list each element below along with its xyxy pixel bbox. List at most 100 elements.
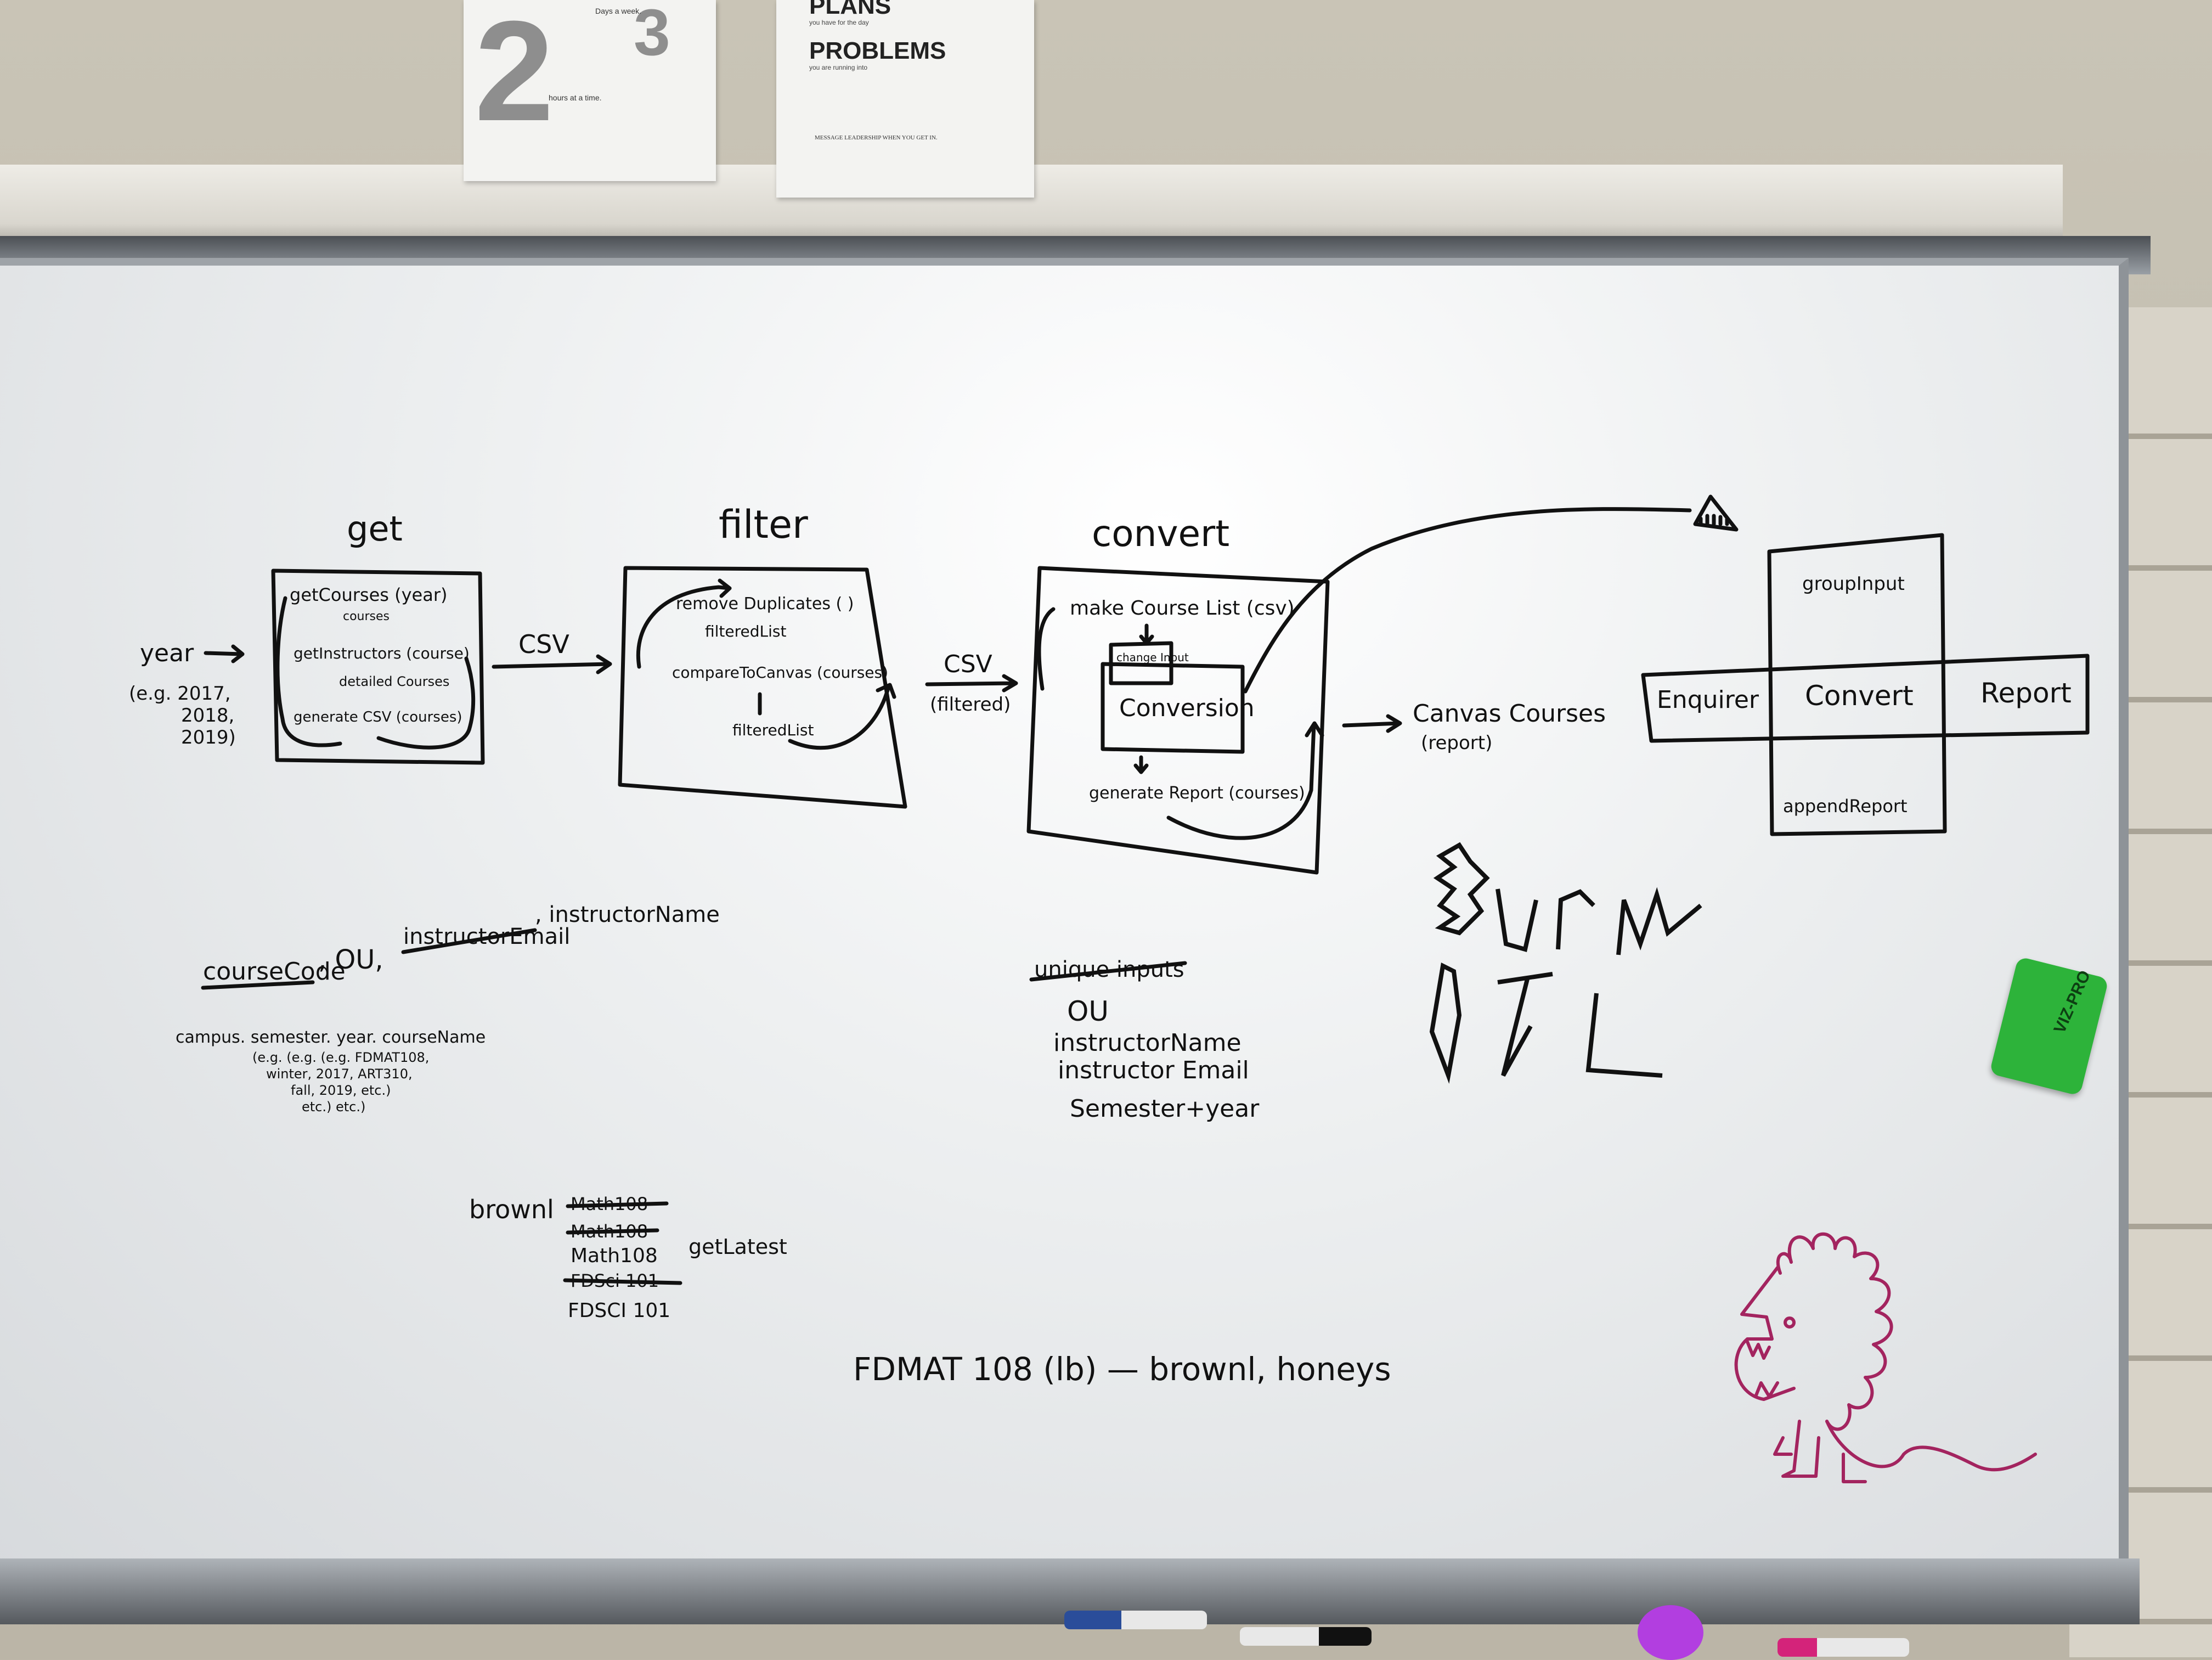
convert-down-arrow-1 <box>1139 623 1154 645</box>
field-coursecode: courseCode <box>203 958 346 986</box>
convert-step-2: change Input <box>1116 651 1189 664</box>
convert-down-arrow-2 <box>1133 755 1149 774</box>
burn-letter-l <box>1585 993 1663 1078</box>
poster-sub-problems: you are running into <box>809 64 868 71</box>
schedule-poster: 2 3 Days a week. hours at a time. <box>464 0 716 181</box>
poster-big-number: 2 <box>475 0 554 151</box>
poster-heading-plans: PLANS <box>809 0 891 19</box>
filter-loop-out <box>788 683 896 750</box>
convert-step-4: generate Report (courses) <box>1089 784 1305 803</box>
poster-sub-plans: you have for the day <box>809 19 869 26</box>
underline-unique <box>1029 961 1187 982</box>
underline-coursecode <box>201 980 315 990</box>
csv-arrow-1 <box>492 654 612 674</box>
poster-heading-problems: PROBLEMS <box>809 37 946 64</box>
get-step-1: getCourses (year) <box>290 584 447 605</box>
field-ou: , OU, <box>318 944 383 975</box>
arrow1-label: CSV <box>518 629 569 659</box>
field-detail-3: winter, 2017, ART310, <box>266 1066 413 1082</box>
filter-step-2: filteredList <box>705 622 786 640</box>
get-inner-loop <box>275 596 342 747</box>
field-detail-5: etc.) etc.) <box>302 1099 365 1115</box>
strike-3 <box>563 1278 682 1285</box>
field-detail-4: fall, 2019, etc.) <box>291 1083 391 1098</box>
get-step-3: getInstructors (course) <box>294 644 470 662</box>
unique-input-1: OU <box>1067 995 1109 1027</box>
brownl-note: getLatest <box>689 1235 787 1259</box>
burn-letter-t <box>1497 972 1553 1077</box>
get-step-2: courses <box>343 610 390 623</box>
output-label: Canvas Courses <box>1413 700 1606 728</box>
get-step-5: generate CSV (courses) <box>294 709 462 725</box>
burn-letter-b <box>1433 842 1490 936</box>
cone-icon <box>1693 494 1739 532</box>
unique-input-2: instructorName <box>1053 1029 1242 1057</box>
get-return-loop <box>376 656 476 750</box>
poster-line2: hours at a time. <box>549 93 602 102</box>
bottom-note: FDMAT 108 (lb) — brownl, honeys <box>853 1350 1391 1388</box>
get-step-4: detailed Courses <box>339 674 449 689</box>
year-example-2: 2018, <box>181 705 234 727</box>
brownl-struck-2: Math108 <box>571 1221 648 1242</box>
field-detail-2: (e.g. (e.g. (e.g. FDMAT108, <box>252 1050 429 1065</box>
brownl-kept-2: FDSCI 101 <box>568 1299 670 1322</box>
curve-to-cone <box>1243 507 1692 694</box>
convert-box <box>1026 566 1330 875</box>
cross-horizontal <box>1641 654 2090 743</box>
year-arrow <box>204 644 245 663</box>
brownl-struck-1: Math108 <box>571 1194 648 1214</box>
blue-marker[interactable] <box>1064 1611 1207 1629</box>
purple-egg[interactable] <box>1638 1605 1703 1660</box>
report-arrow <box>1342 714 1402 733</box>
poster-superscript: 3 <box>634 0 670 69</box>
year-example-3: 2019) <box>181 727 236 749</box>
field-instructor-name: , instructorName <box>535 902 720 927</box>
dinosaur-doodle <box>1734 1232 2037 1483</box>
cross-bottom: appendReport <box>1783 796 1908 817</box>
plans-poster: PLANS you have for the day PROBLEMS you … <box>776 0 1034 198</box>
unique-inputs-title: unique inputs <box>1034 957 1184 982</box>
eraser-label: VIZ-PRO <box>2050 967 2095 1037</box>
field-detail-1: campus. semester. year. courseName <box>176 1028 486 1047</box>
field-instructor-email: instructorEmail <box>403 924 570 949</box>
filter-step-1: remove Duplicates ( ) <box>676 594 854 614</box>
output-sub: (report) <box>1421 732 1492 754</box>
filter-step-4: filteredList <box>732 721 814 739</box>
burn-letter-u <box>1496 888 1538 953</box>
arrow2-label: CSV <box>944 650 992 678</box>
arrow2-sub: (filtered) <box>930 694 1011 716</box>
brownl-kept-1: Math108 <box>571 1245 658 1267</box>
convert-loop-in <box>1037 607 1056 691</box>
cross-top: groupInput <box>1802 573 1905 595</box>
whiteboard <box>0 258 2129 1575</box>
year-example-1: (e.g. 2017, <box>129 683 231 705</box>
unique-input-3: instructor Email <box>1058 1056 1249 1084</box>
year-label: year <box>140 639 194 667</box>
stage-get-title: get <box>347 509 403 549</box>
unique-input-4: Semester+year <box>1070 1095 1260 1123</box>
conversion-box <box>1101 662 1245 754</box>
cross-left: Enquirer <box>1657 686 1759 714</box>
strike-2 <box>566 1228 659 1235</box>
brownl-struck-3: FDSci 101 <box>571 1270 659 1291</box>
get-box <box>271 569 485 765</box>
filter-step-3: compareToCanvas (courses) <box>672 663 888 682</box>
black-marker[interactable] <box>1240 1627 1372 1646</box>
csv-arrow-2 <box>925 674 1018 693</box>
stage-convert-title: convert <box>1092 513 1229 555</box>
underline-email <box>401 928 537 954</box>
convert-step-1: make Course List (csv) <box>1070 597 1295 620</box>
convert-step-3: Conversion <box>1119 694 1255 722</box>
burn-letter-r <box>1556 889 1595 950</box>
burn-letter-i <box>1429 963 1462 1084</box>
pink-marker[interactable] <box>1778 1638 1909 1657</box>
strike-1 <box>566 1201 669 1208</box>
filter-box <box>618 566 907 809</box>
filter-loop-in <box>636 578 732 669</box>
convert-loop-out <box>1166 721 1324 840</box>
cross-right: Report <box>1980 677 2072 709</box>
brownl-name: brownl <box>469 1195 554 1224</box>
poster-footer: MESSAGE LEADERSHIP WHEN YOU GET IN. <box>815 134 938 141</box>
burn-letter-n <box>1616 887 1702 955</box>
